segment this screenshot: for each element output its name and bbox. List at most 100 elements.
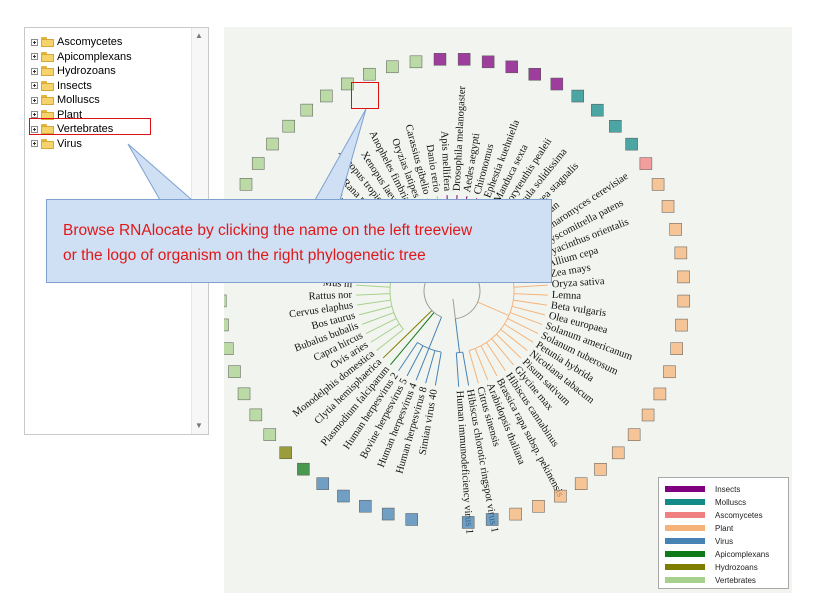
organism-logo-icon[interactable] bbox=[485, 513, 499, 526]
expand-plus-icon[interactable] bbox=[31, 38, 38, 46]
tree-branch bbox=[511, 305, 546, 316]
expand-plus-icon[interactable] bbox=[31, 82, 38, 89]
legend-label: Plant bbox=[715, 523, 734, 533]
tree-item-label[interactable]: Vertebrates bbox=[57, 123, 114, 135]
tree-branch bbox=[504, 323, 534, 343]
organism-logo-icon[interactable] bbox=[627, 428, 641, 441]
organism-logo-icon[interactable] bbox=[300, 103, 314, 117]
organism-logo-icon[interactable] bbox=[239, 178, 253, 191]
legend-label: Molluscs bbox=[715, 497, 747, 507]
organism-logo-icon[interactable] bbox=[297, 462, 310, 476]
tree-item-apicomplexans[interactable]: Apicomplexans bbox=[31, 50, 132, 64]
organism-logo-icon[interactable] bbox=[279, 446, 292, 460]
organism-logo-icon[interactable] bbox=[532, 500, 545, 513]
organism-logo-icon[interactable] bbox=[386, 60, 399, 74]
tree-item-ascomycetes[interactable]: Ascomycetes bbox=[31, 35, 122, 49]
species-label[interactable]: Apis mellifera bbox=[438, 131, 452, 192]
organism-logo-icon[interactable] bbox=[505, 60, 519, 74]
tree-branch-arc bbox=[456, 351, 463, 354]
organism-logo-icon[interactable] bbox=[609, 120, 622, 133]
tree-item-hydrozoans[interactable]: Hydrozoans bbox=[31, 64, 116, 78]
organism-logo-icon[interactable] bbox=[639, 157, 653, 170]
expand-plus-icon[interactable] bbox=[31, 67, 38, 75]
organism-logo-icon[interactable] bbox=[263, 428, 277, 441]
organism-logo-icon[interactable] bbox=[433, 53, 447, 66]
organism-logo-icon[interactable] bbox=[228, 365, 241, 378]
expand-plus-icon[interactable] bbox=[31, 111, 38, 118]
organism-logo-icon[interactable] bbox=[625, 137, 638, 151]
tree-item-label[interactable]: Apicomplexans bbox=[57, 50, 132, 63]
tree-item-label[interactable]: Molluscs bbox=[57, 94, 100, 106]
tree-item-plant[interactable]: Plant bbox=[31, 108, 82, 122]
expand-plus-icon[interactable] bbox=[31, 125, 38, 133]
organism-logo-icon[interactable] bbox=[611, 446, 625, 460]
organism-logo-icon[interactable] bbox=[550, 77, 564, 91]
folder-icon bbox=[41, 138, 54, 149]
organism-logo-icon[interactable] bbox=[677, 294, 691, 308]
organism-logo-icon[interactable] bbox=[224, 342, 234, 355]
expand-plus-icon[interactable] bbox=[31, 53, 38, 60]
expand-plus-icon[interactable] bbox=[31, 140, 38, 147]
organism-logo-icon[interactable] bbox=[409, 55, 423, 69]
organism-logo-icon[interactable] bbox=[661, 200, 675, 213]
organism-logo-icon[interactable] bbox=[237, 387, 251, 401]
organism-logo-icon[interactable] bbox=[341, 77, 354, 91]
organism-logo-icon[interactable] bbox=[594, 463, 607, 476]
organism-logo-icon[interactable] bbox=[405, 513, 418, 526]
organism-logo-icon[interactable] bbox=[663, 365, 676, 379]
instruction-callout: Browse RNAlocate by clicking the name on… bbox=[46, 199, 552, 283]
tree-item-virus[interactable]: Virus bbox=[31, 137, 82, 151]
organism-logo-icon[interactable] bbox=[224, 318, 229, 332]
organism-logo-icon[interactable] bbox=[316, 477, 329, 490]
species-label[interactable]: Oryza sativa bbox=[551, 276, 605, 290]
folder-icon bbox=[41, 80, 54, 91]
legend-item-molluscs: Molluscs bbox=[665, 496, 746, 508]
organism-logo-icon[interactable] bbox=[528, 68, 542, 81]
organism-logo-icon[interactable] bbox=[363, 67, 376, 81]
tree-item-label[interactable]: Ascomycetes bbox=[57, 36, 123, 48]
organism-logo-icon[interactable] bbox=[674, 246, 688, 260]
tree-branch bbox=[486, 342, 506, 372]
tree-item-label[interactable]: Hydrozoans bbox=[57, 65, 116, 77]
organism-logo-icon[interactable] bbox=[381, 507, 395, 521]
organism-logo-icon[interactable] bbox=[251, 157, 265, 170]
organism-logo-icon[interactable] bbox=[337, 489, 350, 503]
tree-item-label[interactable]: Virus bbox=[57, 137, 82, 150]
expand-plus-icon[interactable] bbox=[31, 96, 38, 104]
organism-logo-icon[interactable] bbox=[249, 408, 263, 422]
organism-logo-icon[interactable] bbox=[571, 89, 585, 103]
organism-logo-icon[interactable] bbox=[359, 499, 372, 513]
organism-logo-icon[interactable] bbox=[481, 55, 495, 69]
tree-item-molluscs[interactable]: Molluscs bbox=[31, 93, 100, 107]
organism-logo-icon[interactable] bbox=[669, 223, 682, 236]
organism-logo-icon[interactable] bbox=[653, 387, 667, 401]
organism-logo-icon[interactable] bbox=[670, 342, 683, 356]
tree-branch bbox=[356, 299, 391, 306]
organism-logo-icon[interactable] bbox=[461, 516, 475, 529]
tree-item-vertebrates[interactable]: Vertebrates bbox=[31, 122, 113, 136]
organism-logo-icon[interactable] bbox=[591, 103, 604, 117]
tree-branch bbox=[398, 342, 418, 371]
organism-logo-icon[interactable] bbox=[457, 53, 471, 66]
legend-item-virus: Virus bbox=[665, 535, 733, 547]
organism-logo-icon[interactable] bbox=[266, 137, 279, 151]
species-label[interactable]: Rattus nor bbox=[308, 290, 352, 303]
folder-icon bbox=[41, 95, 54, 105]
tree-branch bbox=[361, 312, 395, 325]
scroll-down-arrow-icon[interactable]: ▼ bbox=[195, 421, 203, 430]
scroll-up-arrow-icon[interactable]: ▲ bbox=[195, 31, 203, 40]
organism-logo-icon[interactable] bbox=[224, 294, 227, 308]
organism-logo-icon[interactable] bbox=[554, 489, 567, 503]
organism-logo-icon[interactable] bbox=[282, 119, 295, 133]
organism-logo-icon[interactable] bbox=[320, 89, 333, 103]
tree-item-label[interactable]: Plant bbox=[57, 108, 83, 121]
organism-logo-icon[interactable] bbox=[651, 178, 665, 191]
organism-logo-icon[interactable] bbox=[677, 270, 690, 284]
organism-logo-icon[interactable] bbox=[509, 507, 522, 521]
species-label[interactable]: Lemna bbox=[552, 290, 582, 302]
tree-item-insects[interactable]: Insects bbox=[31, 79, 92, 93]
organism-logo-icon[interactable] bbox=[574, 477, 588, 490]
organism-logo-icon[interactable] bbox=[641, 408, 655, 422]
organism-logo-icon[interactable] bbox=[675, 318, 688, 332]
tree-item-label[interactable]: Insects bbox=[57, 79, 92, 92]
